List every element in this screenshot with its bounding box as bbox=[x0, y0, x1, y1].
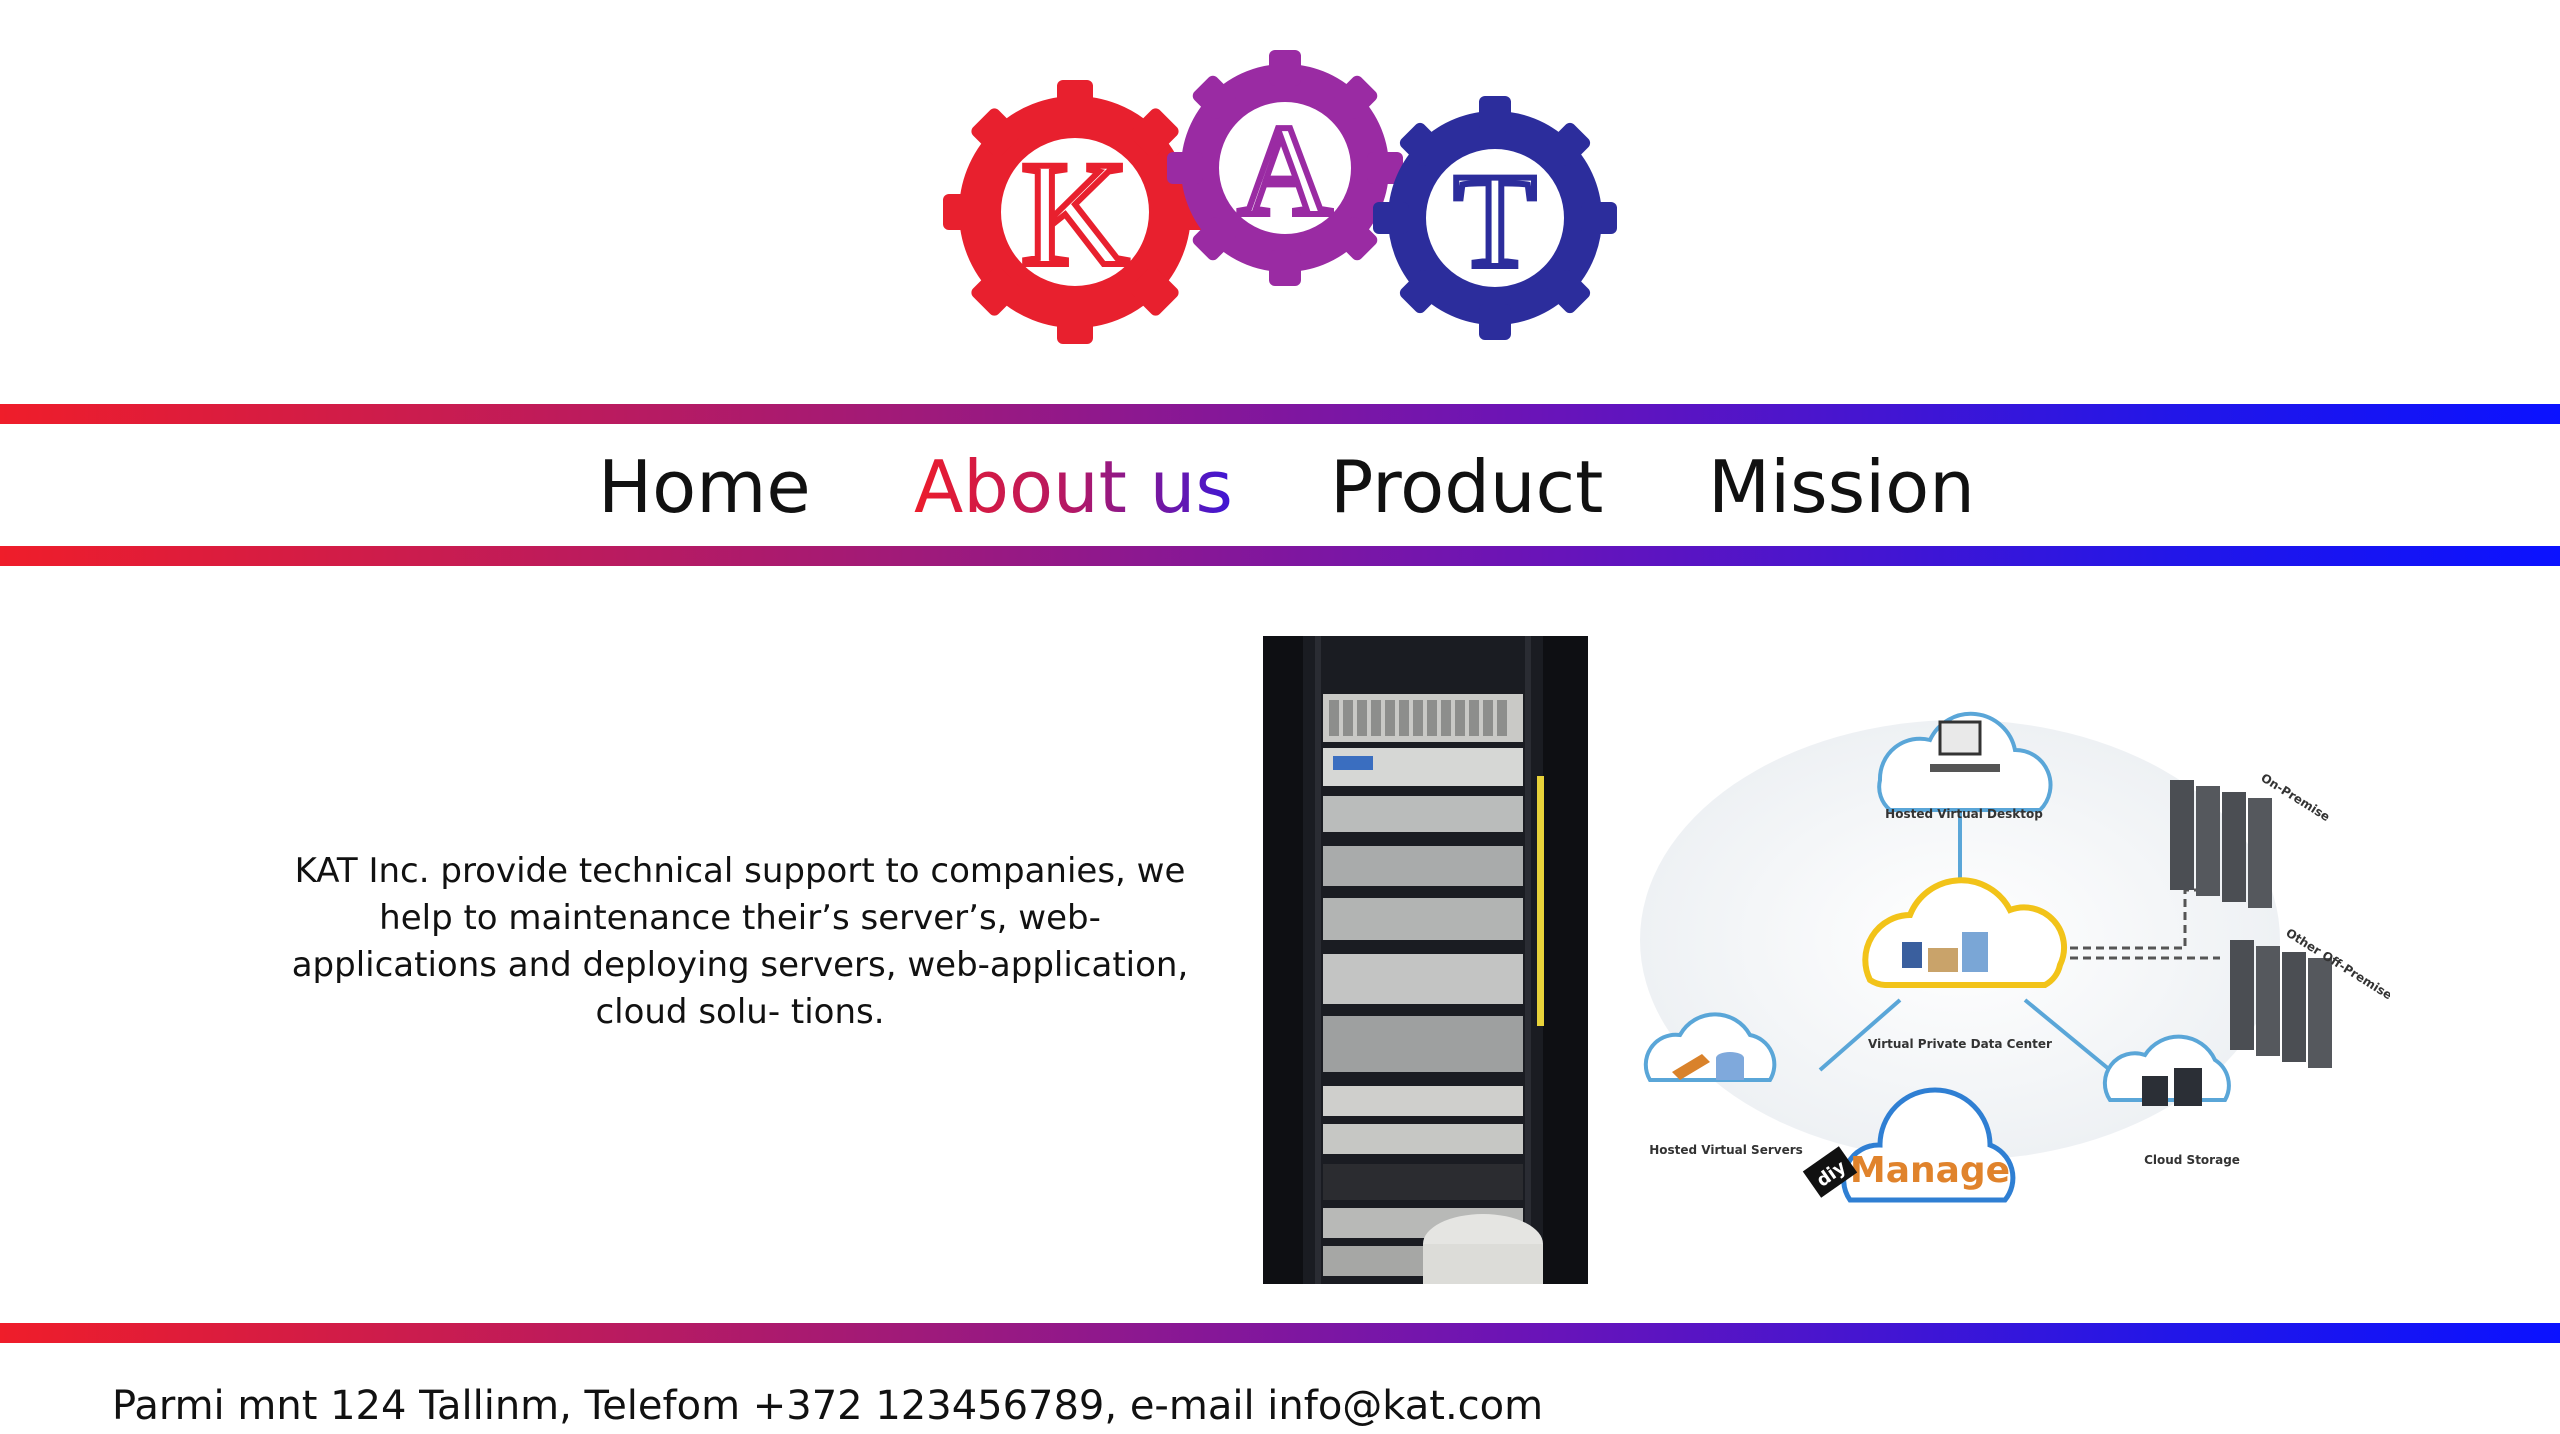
on-premise-racks-icon bbox=[2170, 780, 2272, 908]
desktop-cloud-icon bbox=[1877, 711, 2053, 812]
servers-label: Hosted Virtual Servers bbox=[1649, 1143, 1803, 1157]
svg-text:T: T bbox=[1454, 147, 1536, 296]
svg-text:K: K bbox=[1021, 131, 1129, 297]
footer-contact: Parmi mnt 124 Tallinm, Telefom +372 1234… bbox=[112, 1383, 1544, 1429]
top-divider bbox=[0, 404, 2560, 424]
off-premise-racks-icon bbox=[2230, 940, 2332, 1068]
nav-bottom-divider bbox=[0, 546, 2560, 566]
about-description: KAT Inc. provide technical support to co… bbox=[291, 851, 1189, 1032]
gear-icon: T bbox=[1373, 96, 1617, 340]
nav-about-us[interactable]: About us bbox=[914, 432, 1233, 542]
manage-label: Manage bbox=[1850, 1150, 2010, 1191]
nav-mission[interactable]: Mission bbox=[1708, 445, 1975, 529]
svg-text:A: A bbox=[1238, 99, 1332, 243]
datacenter-cloud-icon bbox=[1862, 877, 2068, 988]
servers-cloud-icon bbox=[1643, 1012, 1777, 1082]
nav-product[interactable]: Product bbox=[1330, 445, 1604, 529]
datacenter-label: Virtual Private Data Center bbox=[1868, 1037, 2052, 1051]
cloud-diagram: Hosted Virtual Desktop Virtual Private D… bbox=[1640, 711, 2390, 1203]
gear-icon: A bbox=[1167, 50, 1403, 286]
storage-label: Cloud Storage bbox=[2144, 1153, 2240, 1167]
storage-cloud-icon bbox=[2102, 1034, 2231, 1106]
kat-logo: K A T bbox=[943, 50, 1617, 344]
nav-home[interactable]: Home bbox=[598, 445, 811, 529]
gear-icon: K bbox=[943, 80, 1207, 344]
desktop-label: Hosted Virtual Desktop bbox=[1885, 807, 2043, 821]
manage-cloud-icon bbox=[1841, 1087, 2016, 1203]
server-rack-image bbox=[1263, 636, 1588, 1284]
footer-divider bbox=[0, 1323, 2560, 1343]
